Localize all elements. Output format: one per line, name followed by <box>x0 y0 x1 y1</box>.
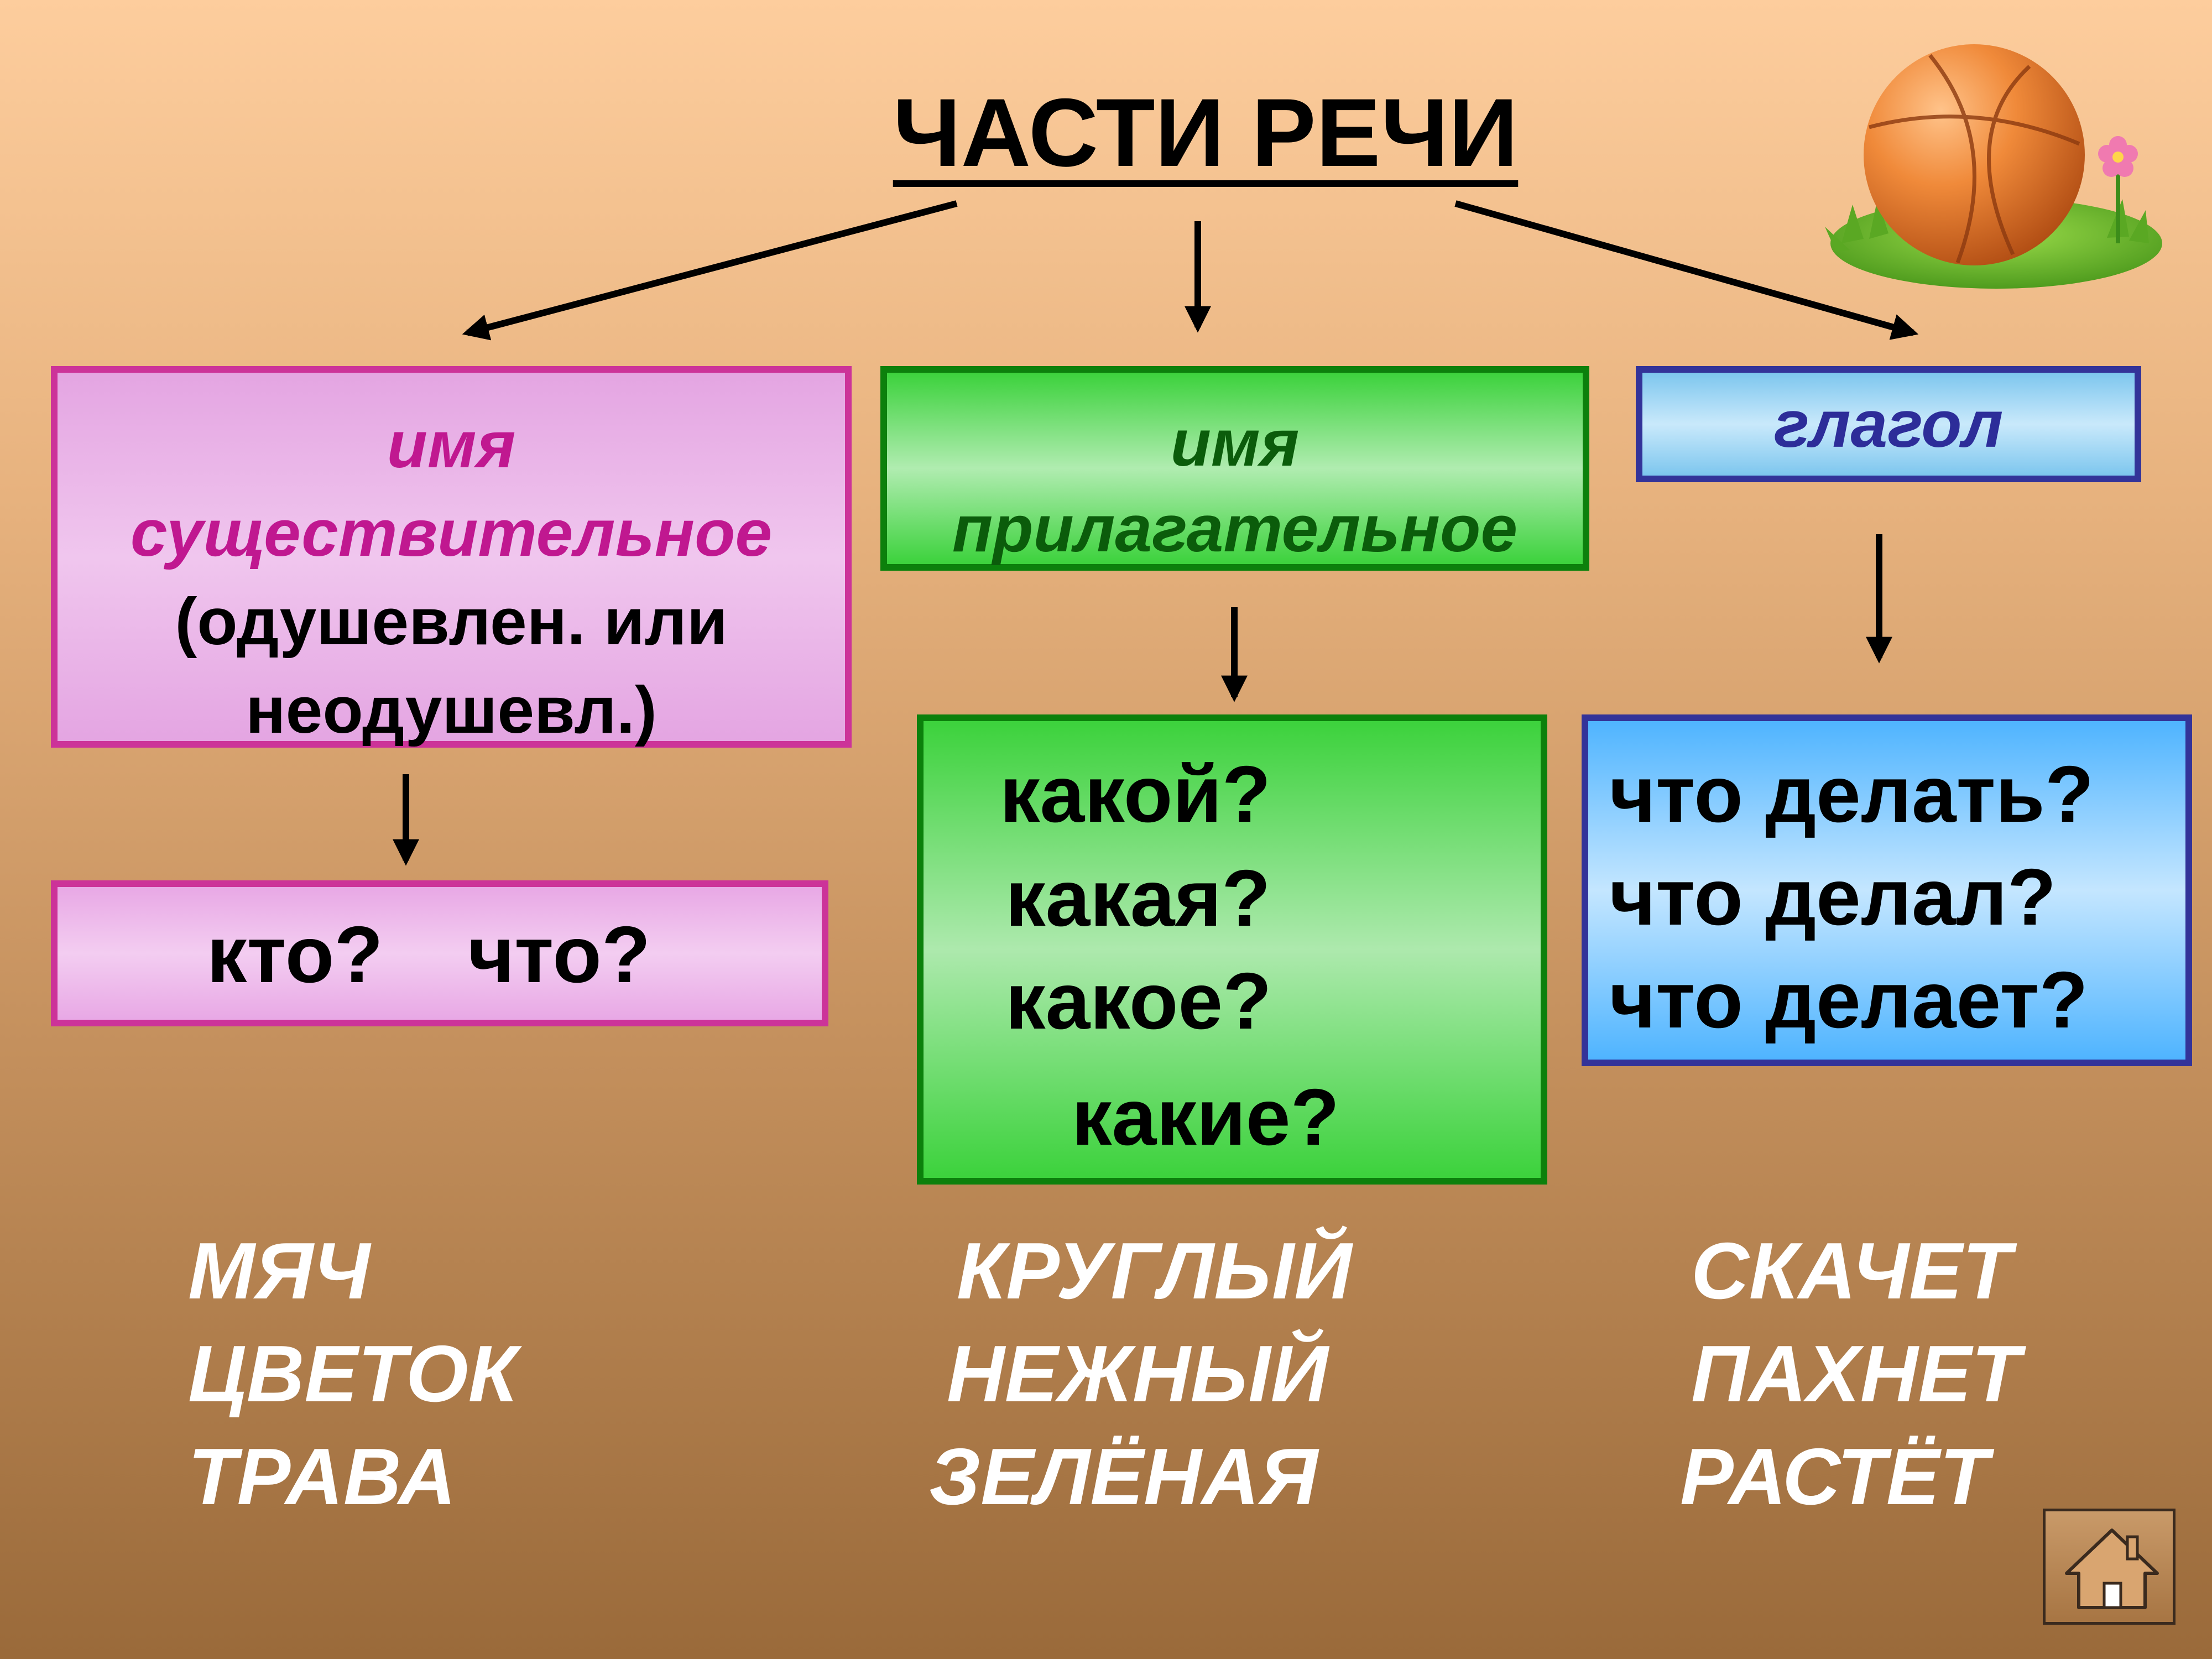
noun-question-1: кто? <box>207 910 383 999</box>
verb-example-2: ПАХНЕТ <box>1691 1329 2021 1418</box>
adjective-name-line1: имя <box>1170 406 1300 480</box>
home-button[interactable] <box>2043 1509 2176 1625</box>
noun-box: имя существительное (одушевлен. или неод… <box>51 366 852 748</box>
verb-questions-box: что делать? что делал? что делает? <box>1582 714 2192 1066</box>
adjective-questions-box: какой? какая? какое? какие? <box>917 714 1547 1185</box>
noun-questions-box: кто? что? <box>51 880 828 1026</box>
verb-question-1: что делать? <box>1609 749 2094 839</box>
noun-note-line1: (одушевлен. или <box>175 585 728 659</box>
noun-question-2: что? <box>468 910 651 999</box>
arrow-title-to-verb <box>1454 200 1919 340</box>
adjective-question-3: какое? <box>1005 956 1272 1046</box>
verb-example-1: СКАЧЕТ <box>1691 1226 2012 1316</box>
noun-name-line1: имя <box>387 408 516 482</box>
noun-example-1: МЯЧ <box>188 1226 371 1316</box>
verb-box: глагол <box>1636 366 2141 482</box>
home-icon <box>2065 1528 2159 1609</box>
verb-example-3: РАСТЁТ <box>1680 1432 1989 1521</box>
basketball-on-grass-illustration <box>1825 44 2162 289</box>
noun-example-3: ТРАВА <box>188 1432 456 1521</box>
adjective-name-line2: прилагательное <box>952 492 1518 566</box>
adjective-example-2: НЕЖНЫЙ <box>947 1329 1328 1418</box>
arrow-title-to-noun <box>462 200 958 341</box>
verb-name: глагол <box>1773 387 2004 461</box>
adjective-question-1: какой? <box>1000 749 1271 839</box>
page-title: ЧАСТИ РЕЧИ <box>893 79 1519 187</box>
adjective-box: имя прилагательное <box>880 366 1589 571</box>
verb-question-2: что делал? <box>1609 852 2057 942</box>
adjective-example-3: ЗЕЛЁНАЯ <box>929 1432 1318 1521</box>
adjective-question-2: какая? <box>1005 853 1271 943</box>
verb-question-3: что делает? <box>1609 955 2088 1045</box>
adjective-example-1: КРУГЛЫЙ <box>957 1226 1352 1316</box>
noun-name-line2: существительное <box>130 496 773 570</box>
noun-example-2: ЦВЕТОК <box>188 1329 518 1418</box>
noun-note-line2: неодушевл.) <box>246 673 657 747</box>
adjective-question-4: какие? <box>1072 1072 1340 1162</box>
